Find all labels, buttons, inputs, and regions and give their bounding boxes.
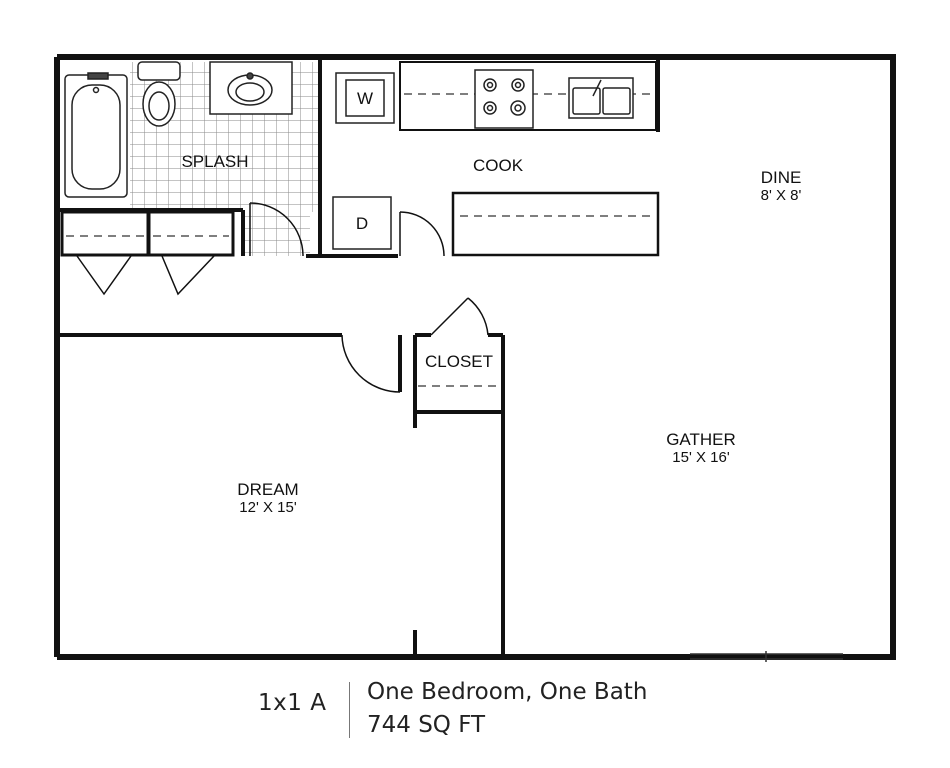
room-label-cook: COOK bbox=[473, 156, 524, 175]
washer bbox=[335, 72, 395, 124]
closet-door bbox=[430, 297, 489, 336]
dryer-label: D bbox=[356, 214, 368, 233]
room-label-dream: DREAM bbox=[237, 480, 298, 499]
kitchen-door bbox=[399, 211, 445, 257]
unit-code: 1x1 A bbox=[258, 690, 327, 716]
room-size-dream: 12' X 15' bbox=[239, 499, 297, 516]
room-size-gather: 15' X 16' bbox=[672, 449, 730, 466]
exterior-walls bbox=[54, 54, 896, 660]
room-label-gather: GATHER bbox=[666, 430, 736, 449]
room-label-dine: DINE bbox=[761, 168, 802, 187]
bath-vanity bbox=[209, 61, 293, 115]
room-label-closet: CLOSET bbox=[425, 352, 493, 371]
bedroom-door bbox=[341, 334, 401, 393]
kitchen-sink bbox=[568, 77, 634, 119]
unit-area: 744 SQ FT bbox=[367, 712, 486, 738]
linen-closets bbox=[60, 210, 235, 257]
bathroom-entry-tile-floor bbox=[245, 212, 310, 256]
dryer bbox=[332, 196, 392, 250]
room-size-dine: 8' X 8' bbox=[761, 187, 802, 204]
toilet bbox=[137, 61, 181, 127]
bathtub bbox=[64, 72, 128, 198]
linen-closet-doors bbox=[76, 255, 215, 296]
stove bbox=[474, 69, 534, 129]
room-label-splash: SPLASH bbox=[181, 152, 248, 171]
bathroom-door bbox=[249, 202, 304, 257]
closet-shelf-lines bbox=[66, 235, 500, 387]
kitchen-island bbox=[451, 191, 660, 257]
sliding-door bbox=[690, 651, 843, 662]
footer-divider bbox=[349, 682, 350, 738]
unit-description: One Bedroom, One Bath bbox=[367, 679, 648, 705]
washer-label: W bbox=[357, 89, 373, 108]
